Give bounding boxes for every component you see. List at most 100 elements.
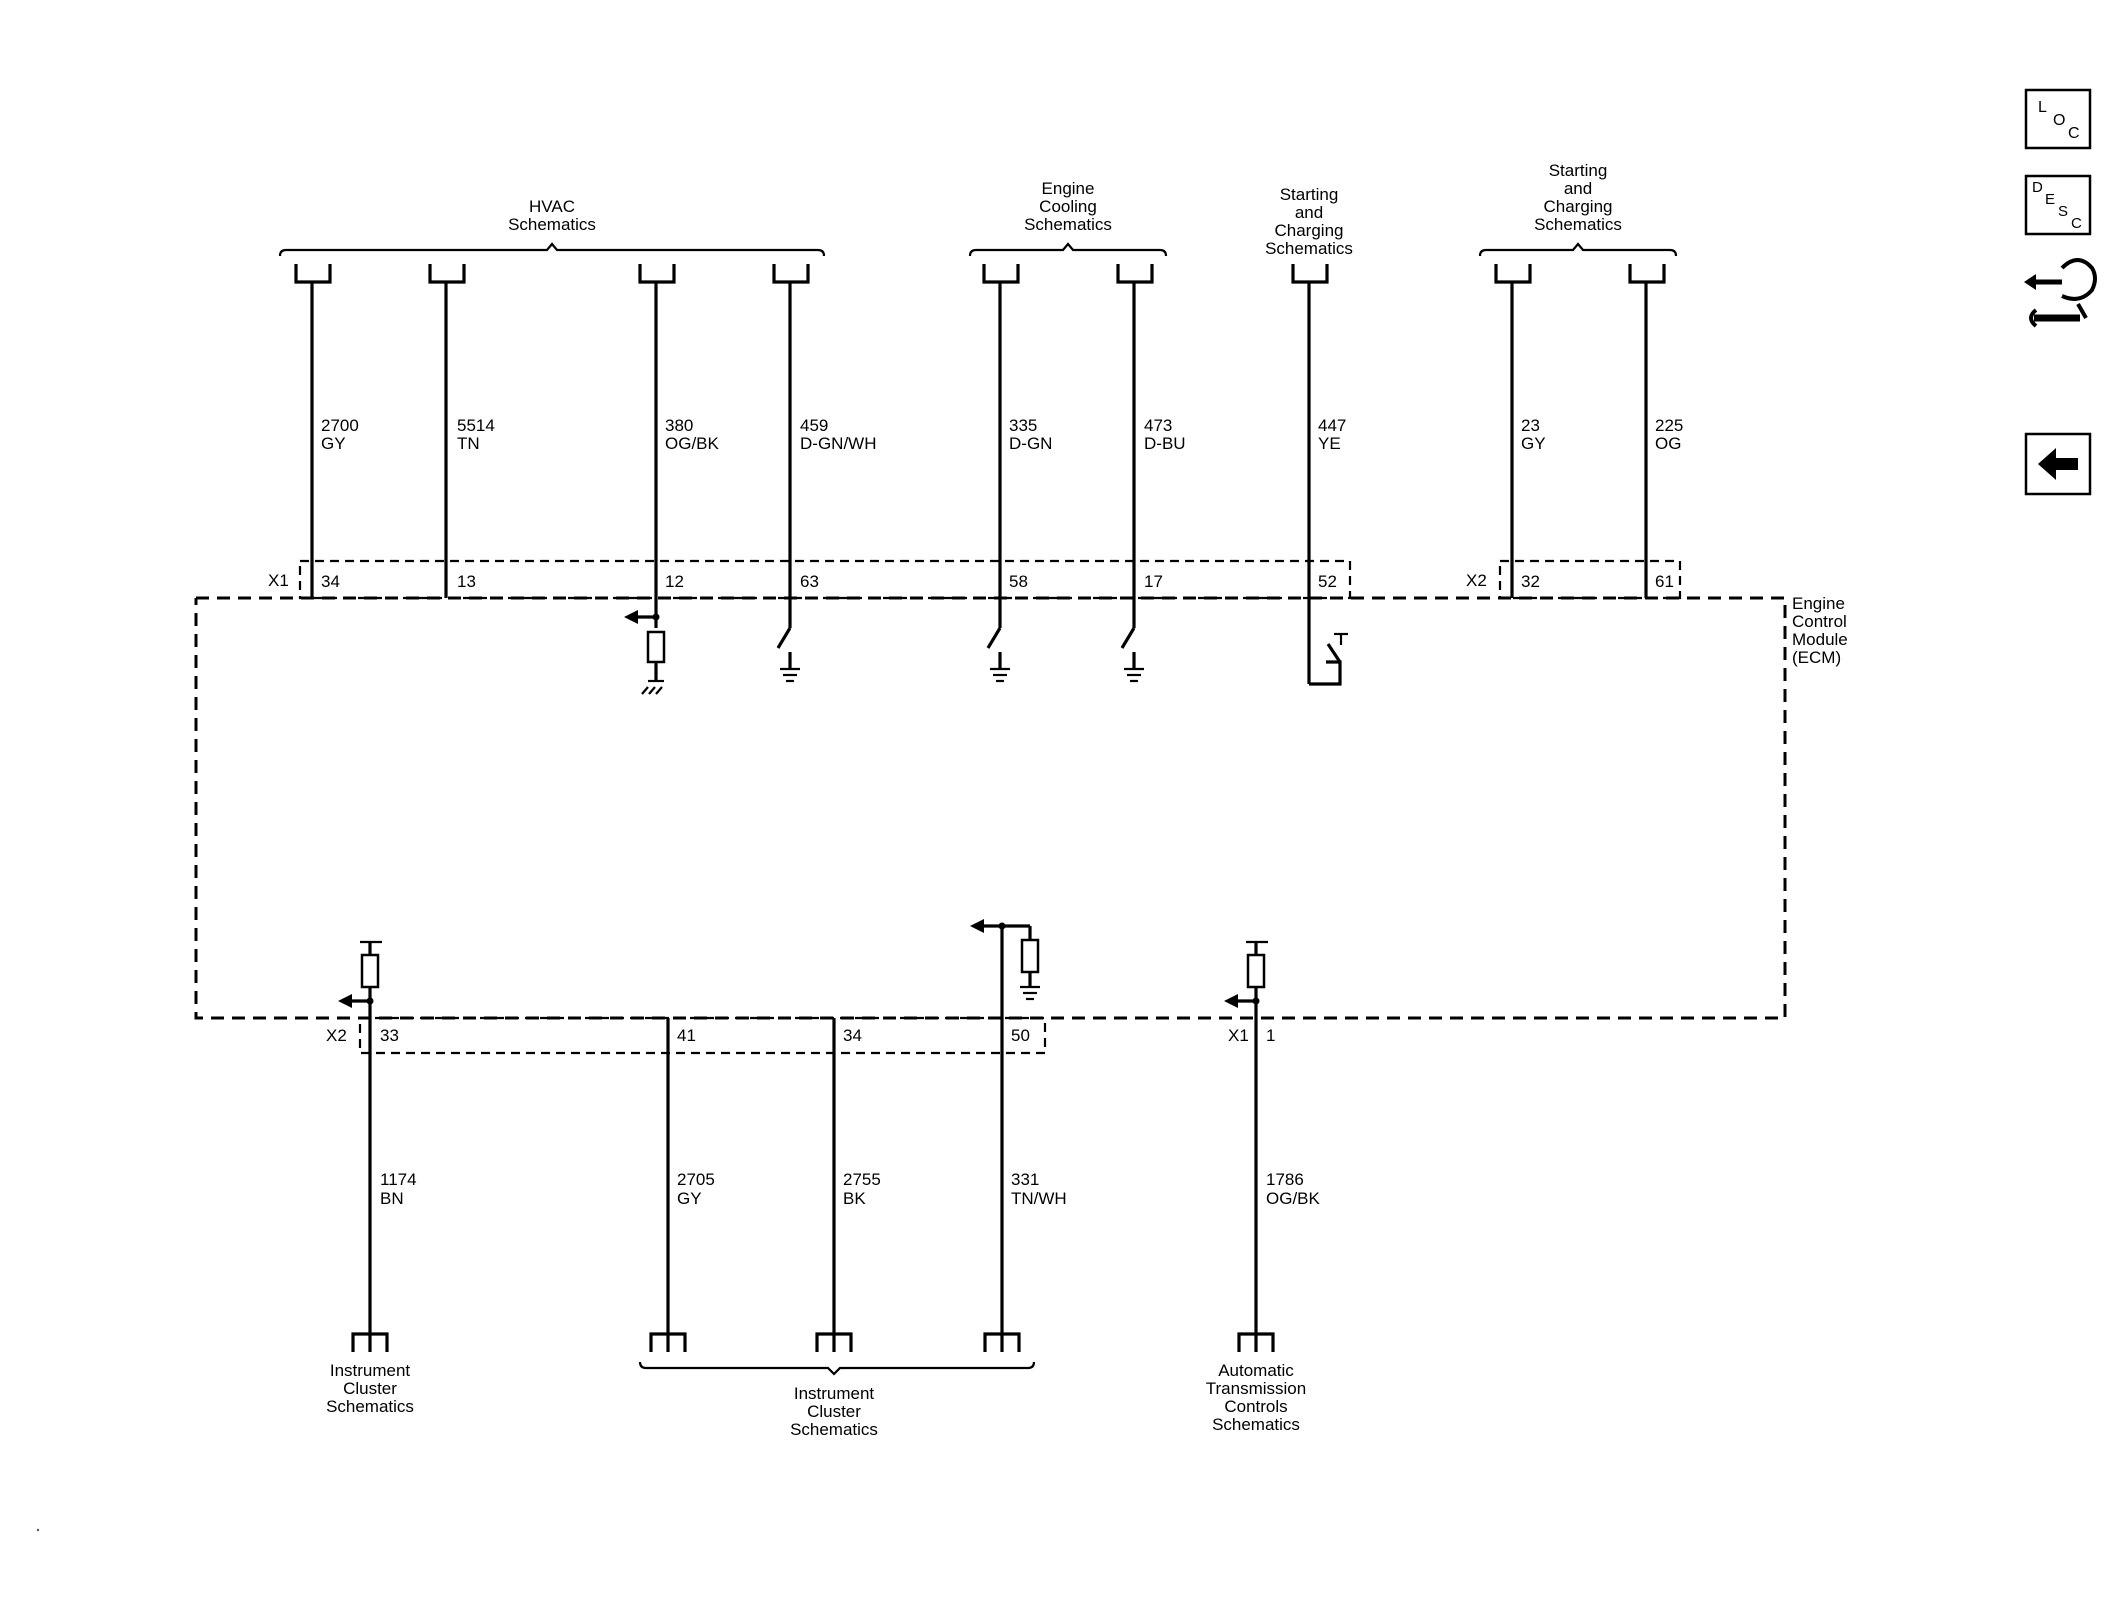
start1-header-line-2: and <box>1295 203 1323 222</box>
connector-tool-icon[interactable] <box>2024 258 2097 328</box>
svg-text:63: 63 <box>800 572 819 591</box>
svg-text:Controls: Controls <box>1224 1397 1287 1416</box>
top-group-starting-charging-2: Starting and Charging Schematics <box>1478 161 1678 257</box>
svg-text:2755: 2755 <box>843 1170 881 1189</box>
svg-text:2700: 2700 <box>321 416 359 435</box>
bottom-circuit-2705: 41 2705 GY <box>649 1018 715 1352</box>
svg-text:Schematics: Schematics <box>1212 1415 1300 1434</box>
ecm-module-boundary <box>194 596 1787 1020</box>
svg-text:D-BU: D-BU <box>1144 434 1186 453</box>
connector-x2-top-label: X2 <box>1466 571 1487 590</box>
ecm-label-line-2: Control <box>1792 612 1847 631</box>
svg-text:50: 50 <box>1011 1026 1030 1045</box>
svg-text:Schematics: Schematics <box>790 1420 878 1439</box>
ecm-module-label: Engine Control Module (ECM) <box>1792 594 1848 667</box>
svg-text:380: 380 <box>665 416 693 435</box>
start1-header-line-4: Schematics <box>1265 239 1353 258</box>
svg-text:32: 32 <box>1521 572 1540 591</box>
svg-text:D-GN/WH: D-GN/WH <box>800 434 876 453</box>
svg-text:Transmission: Transmission <box>1206 1379 1306 1398</box>
bottom-group-instrument-cluster-2: Instrument Cluster Schematics <box>638 1361 1036 1439</box>
hvac-header-line-1: HVAC <box>529 197 575 216</box>
svg-text:33: 33 <box>380 1026 399 1045</box>
svg-text:BK: BK <box>843 1189 866 1208</box>
connector-x2-bottom: X2 <box>326 1016 1047 1055</box>
svg-text:1: 1 <box>1266 1026 1275 1045</box>
svg-text:S: S <box>2058 203 2068 220</box>
svg-text:Instrument: Instrument <box>330 1361 411 1380</box>
bottom-circuit-1174: 33 1174 BN <box>338 940 417 1352</box>
bottom-circuit-2755: 34 2755 BK <box>815 1018 881 1352</box>
svg-text:17: 17 <box>1144 572 1163 591</box>
svg-text:1786: 1786 <box>1266 1170 1304 1189</box>
svg-text:5514: 5514 <box>457 416 495 435</box>
svg-text:23: 23 <box>1521 416 1540 435</box>
ecm-label-line-1: Engine <box>1792 594 1845 613</box>
bottom-circuits: 33 1174 BN 41 2705 GY 34 2755 BK <box>338 919 1321 1352</box>
connector-x2-bottom-label: X2 <box>326 1026 347 1045</box>
svg-text:GY: GY <box>677 1189 702 1208</box>
svg-text:335: 335 <box>1009 416 1037 435</box>
svg-text:Schematics: Schematics <box>326 1397 414 1416</box>
svg-text:OG/BK: OG/BK <box>1266 1189 1321 1208</box>
svg-text:L: L <box>2038 99 2047 116</box>
start1-header-line-3: Charging <box>1275 221 1344 240</box>
top-circuits: 2700 GY 34 5514 TN 13 380 OG/BK 12 <box>294 264 1683 695</box>
loc-icon[interactable]: L O C <box>2024 88 2092 150</box>
bottom-circuit-1786: 1 1786 OG/BK <box>1224 940 1321 1352</box>
svg-text:331: 331 <box>1011 1170 1039 1189</box>
svg-text:OG: OG <box>1655 434 1681 453</box>
top-group-engine-cooling: Engine Cooling Schematics <box>968 179 1168 257</box>
svg-text:2705: 2705 <box>677 1170 715 1189</box>
top-circuit-459: 459 D-GN/WH 63 <box>772 264 876 683</box>
svg-text:Automatic: Automatic <box>1218 1361 1294 1380</box>
svg-text:Cluster: Cluster <box>807 1402 861 1421</box>
svg-text:41: 41 <box>677 1026 696 1045</box>
ecm-label-line-3: Module <box>1792 630 1848 649</box>
hvac-header-line-2: Schematics <box>508 215 596 234</box>
bottom-group-automatic-transmission: Automatic Transmission Controls Schemati… <box>1206 1361 1306 1434</box>
svg-text:459: 459 <box>800 416 828 435</box>
svg-text:O: O <box>2053 112 2065 129</box>
bottom-group-instrument-cluster-1: Instrument Cluster Schematics <box>326 1361 414 1416</box>
svg-text:C: C <box>2071 215 2082 232</box>
svg-text:225: 225 <box>1655 416 1683 435</box>
svg-text:TN: TN <box>457 434 480 453</box>
top-circuit-23: 23 GY 32 <box>1494 264 1546 598</box>
start2-header-line-4: Schematics <box>1534 215 1622 234</box>
back-arrow-icon[interactable] <box>2024 432 2092 496</box>
top-circuit-473: 473 D-BU 17 <box>1116 264 1186 683</box>
start2-header-line-2: and <box>1564 179 1592 198</box>
svg-text:34: 34 <box>321 572 340 591</box>
top-circuit-380: 380 OG/BK 12 <box>624 264 720 695</box>
bottom-circuit-331: 50 331 TN/WH <box>970 919 1067 1352</box>
top-group-hvac: HVAC Schematics <box>278 197 826 257</box>
svg-text:C: C <box>2068 125 2080 142</box>
svg-text:GY: GY <box>321 434 346 453</box>
svg-text:BN: BN <box>380 1189 404 1208</box>
start1-header-line-1: Starting <box>1280 185 1339 204</box>
top-group-starting-charging-1: Starting and Charging Schematics <box>1265 185 1353 258</box>
svg-text:GY: GY <box>1521 434 1546 453</box>
stray-dot <box>36 1528 40 1532</box>
svg-text:61: 61 <box>1655 572 1674 591</box>
svg-text:Cluster: Cluster <box>343 1379 397 1398</box>
connector-x1-top: X1 <box>268 559 1352 600</box>
start2-header-line-1: Starting <box>1549 161 1608 180</box>
desc-icon[interactable]: D E S C <box>2024 174 2092 236</box>
cooling-header-line-3: Schematics <box>1024 215 1112 234</box>
svg-text:58: 58 <box>1009 572 1028 591</box>
connector-x1-bottom: X1 <box>1228 1026 1249 1045</box>
svg-text:E: E <box>2045 191 2055 208</box>
ecm-label-line-4: (ECM) <box>1792 648 1841 667</box>
cooling-header-line-2: Cooling <box>1039 197 1097 216</box>
connector-x1-bottom-label: X1 <box>1228 1026 1249 1045</box>
svg-text:1174: 1174 <box>380 1170 417 1189</box>
connector-x2-top: X2 <box>1466 559 1682 600</box>
svg-text:Instrument: Instrument <box>794 1384 875 1403</box>
top-circuit-225: 225 OG 61 <box>1628 264 1683 598</box>
svg-text:34: 34 <box>843 1026 862 1045</box>
top-circuit-5514: 5514 TN 13 <box>428 264 495 598</box>
